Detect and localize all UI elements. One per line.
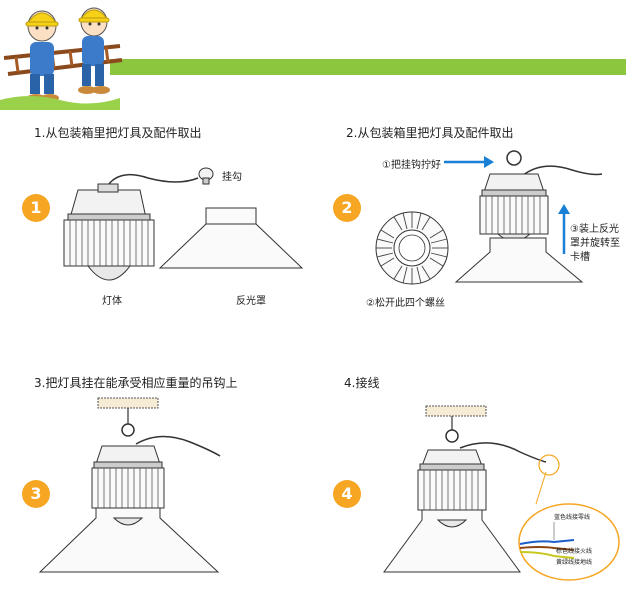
step-1-lamp-body-illustration <box>63 173 199 281</box>
step-2-number-badge: 2 <box>333 194 361 222</box>
step-1-reflector-label: 反光罩 <box>236 296 266 307</box>
step-2-mount-reflector-label-line-3: 卡槽 <box>570 252 590 263</box>
step-1-hook-label: 挂勾 <box>222 172 242 183</box>
wire-label-brown: 棕色线接火线 <box>556 548 593 555</box>
step-2-mount-reflector-label-line-2: 罩并旋转至 <box>570 238 620 249</box>
step-4-ceiling-beam <box>425 405 487 417</box>
step-4-wiring-detail <box>518 503 620 581</box>
step-2-blue-arrow-up <box>558 204 570 254</box>
green-header-bar <box>110 59 626 75</box>
step-1-body-label: 灯体 <box>102 296 122 307</box>
step-1-title: 1.从包装箱里把灯具及配件取出 <box>34 126 202 140</box>
step-3-number-badge: 3 <box>22 480 50 508</box>
step-2-lamp-illustration <box>479 150 603 242</box>
step-3-title: 3.把灯具挂在能承受相应重量的吊钩上 <box>34 376 238 390</box>
wire-label-blue: 蓝色线接零线 <box>554 514 591 521</box>
step-4-hanging-lamp-illustration <box>383 416 547 573</box>
step-2-reflector-illustration <box>454 237 584 283</box>
step-3-hanging-lamp-illustration <box>38 408 221 573</box>
step-2-blue-arrow-right <box>444 156 494 168</box>
wire-label-yellow-green: 黄绿线接地线 <box>556 559 593 566</box>
workers-carrying-ladder-illustration <box>0 7 123 110</box>
step-4-cable-end-marker <box>538 454 560 476</box>
step-2-mount-reflector-label-line-1: ③装上反光 <box>570 224 619 235</box>
step-1-number-badge: 1 <box>22 194 50 222</box>
header-banner <box>0 0 638 110</box>
step-2-tighten-hook-label: ①把挂钩拧好 <box>382 160 441 171</box>
step-4-number-badge: 4 <box>333 480 361 508</box>
step-2-loosen-screws-label: ②松开此四个螺丝 <box>366 298 445 309</box>
step-4-callout-line <box>535 471 547 505</box>
step-2-title: 2.从包装箱里把灯具及配件取出 <box>346 126 514 140</box>
step-2-heatsink-top-view <box>375 211 449 285</box>
step-1-hook-icon <box>198 167 214 185</box>
step-1-reflector-illustration <box>158 207 304 269</box>
step-4-title: 4.接线 <box>344 376 380 390</box>
